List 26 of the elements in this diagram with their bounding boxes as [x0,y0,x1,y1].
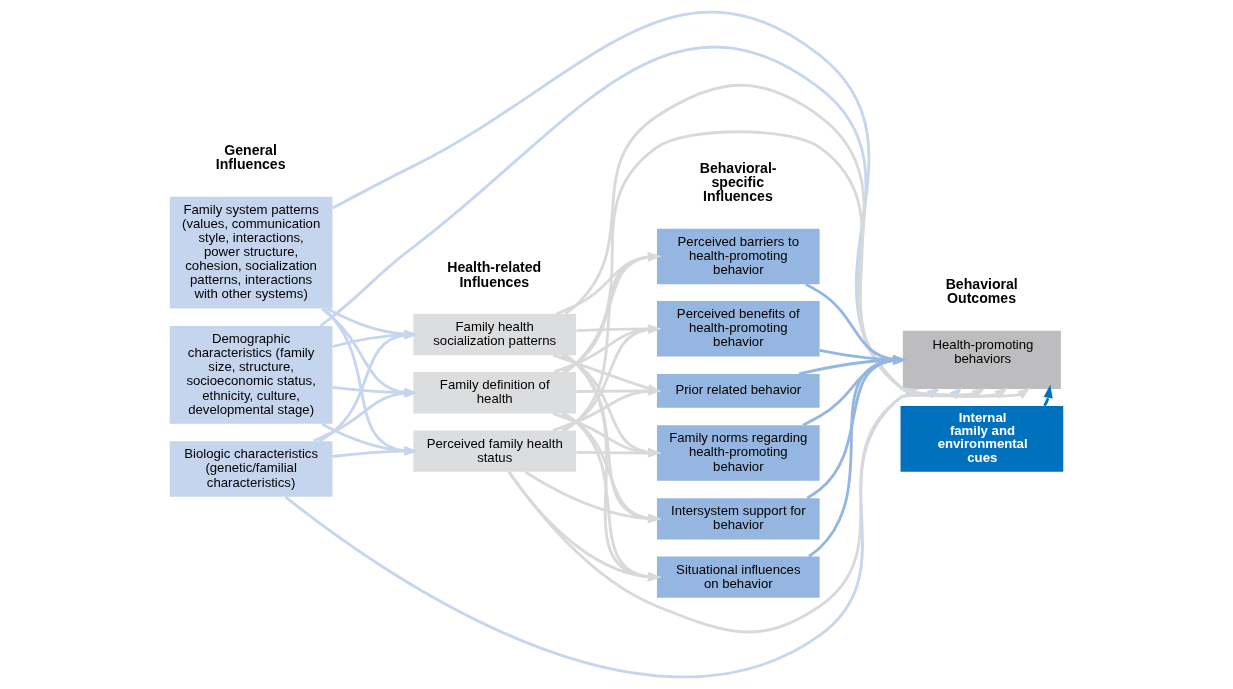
node-box: Prior related behavior [656,374,820,408]
node-box: Family health socialization patterns [413,313,577,356]
label: Health-related Influences [447,259,542,290]
arrow [507,471,662,582]
arrow [552,412,662,458]
node-box: Family norms regarding health-promoting behavior [656,425,820,481]
node-box: Demographic characteristics (family size, structure, socioeconomic status, ethnicity, culture, developmental stage) [169,326,333,424]
node-box: Family system patterns (values, communication style, interactions, power structure, cohesion, socialization patterns, interactions with other systems) [169,196,333,309]
node-box: Situational influences on behavior [656,556,820,598]
arrow [524,470,662,524]
node-box: Family definition of health [413,372,577,414]
node-box: Biologic characteristics (genetic/familial characteristics) [169,441,333,497]
arrow [563,412,662,582]
arrow [1043,384,1053,407]
node-box: Perceived barriers to health-promoting behavior [656,228,820,285]
arrow [556,252,662,316]
node-box: Health-promoting behaviors [902,330,1061,390]
node-box: Perceived family health status [413,430,577,472]
node-box: Intersystem support for behavior [656,498,820,540]
node-box: Internal family and environmental cues [900,405,1064,472]
label: Behavioral Outcomes [945,276,1018,307]
label: Behavioral-specific Influences [699,160,777,205]
arrow [576,448,662,458]
arrow [561,412,662,523]
node-box: Perceived benefits of health-promoting behavior [656,301,820,357]
label: General Influences [215,141,286,172]
